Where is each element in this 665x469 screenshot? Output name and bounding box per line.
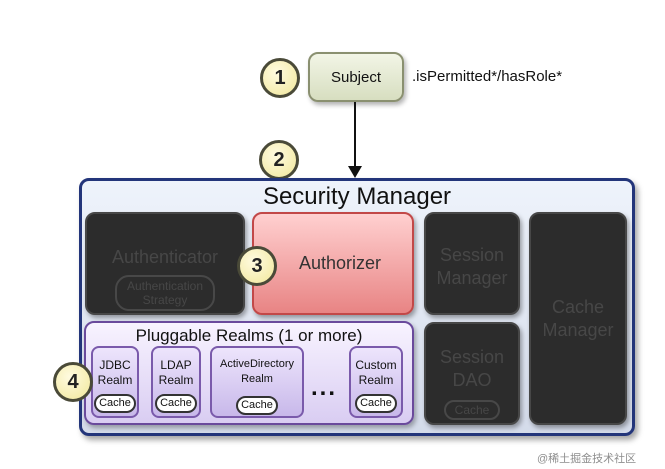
session-dao-cache-pill: Cache [444, 400, 500, 420]
subject-arrow-line [354, 102, 356, 168]
realm-jdbc-line1: JDBC [99, 358, 131, 372]
authenticator-title: Authenticator [111, 247, 219, 267]
session-manager-title-line2: Manager [436, 268, 508, 288]
realm-jdbc-line2: Realm [97, 373, 133, 387]
cache-manager-box[interactable]: Cache Manager [529, 212, 627, 425]
realms-ellipsis: ... [311, 374, 338, 401]
realm-custom-line2: Realm [358, 373, 394, 387]
security-manager-title: Security Manager [262, 183, 452, 210]
step-1-badge: 1 [260, 58, 300, 98]
authorizer-title: Authorizer [298, 253, 382, 273]
realm-ldap[interactable]: LDAP Realm Cache [151, 346, 201, 418]
arrow-head-icon [348, 166, 362, 178]
cache-manager-title-line1: Cache [551, 297, 605, 317]
step-2-badge: 2 [259, 140, 299, 180]
realm-activedirectory[interactable]: ActiveDirectory Realm Cache [210, 346, 304, 418]
realm-jdbc[interactable]: JDBC Realm Cache [91, 346, 139, 418]
realm-custom-line1: Custom [355, 358, 397, 372]
cache-manager-title-line2: Manager [542, 320, 614, 340]
realm-activedirectory-cache: Cache [236, 396, 278, 415]
realm-ldap-line2: Realm [158, 373, 194, 387]
session-dao-box[interactable]: Session DAO Cache [424, 322, 520, 425]
realm-custom[interactable]: Custom Realm Cache [349, 346, 403, 418]
authorizer-box[interactable]: Authorizer [252, 212, 414, 315]
authenticator-box[interactable]: Authenticator Authentication Strategy [85, 212, 245, 315]
pluggable-realms-title: Pluggable Realms (1 or more) [135, 326, 363, 345]
session-manager-box[interactable]: Session Manager [424, 212, 520, 315]
watermark: @稀土掘金技术社区 [537, 453, 637, 465]
step-4-badge: 4 [53, 362, 93, 402]
session-dao-title-line2: DAO [452, 370, 492, 390]
realm-custom-cache: Cache [355, 394, 397, 413]
subject-call-text: .isPermitted*/hasRole* [412, 68, 563, 85]
step-3-badge: 3 [237, 246, 277, 286]
realm-jdbc-cache: Cache [94, 394, 136, 413]
session-manager-title-line1: Session [439, 245, 505, 265]
authentication-strategy-pill: Authentication Strategy [115, 275, 215, 311]
subject-box[interactable]: Subject [308, 52, 404, 102]
subject-label: Subject [330, 68, 382, 86]
realm-ldap-line1: LDAP [160, 358, 192, 372]
realm-activedirectory-line2: Realm [241, 373, 273, 385]
session-dao-title-line1: Session [439, 347, 505, 367]
realm-ldap-cache: Cache [155, 394, 197, 413]
realm-activedirectory-line1: ActiveDirectory [220, 358, 294, 370]
